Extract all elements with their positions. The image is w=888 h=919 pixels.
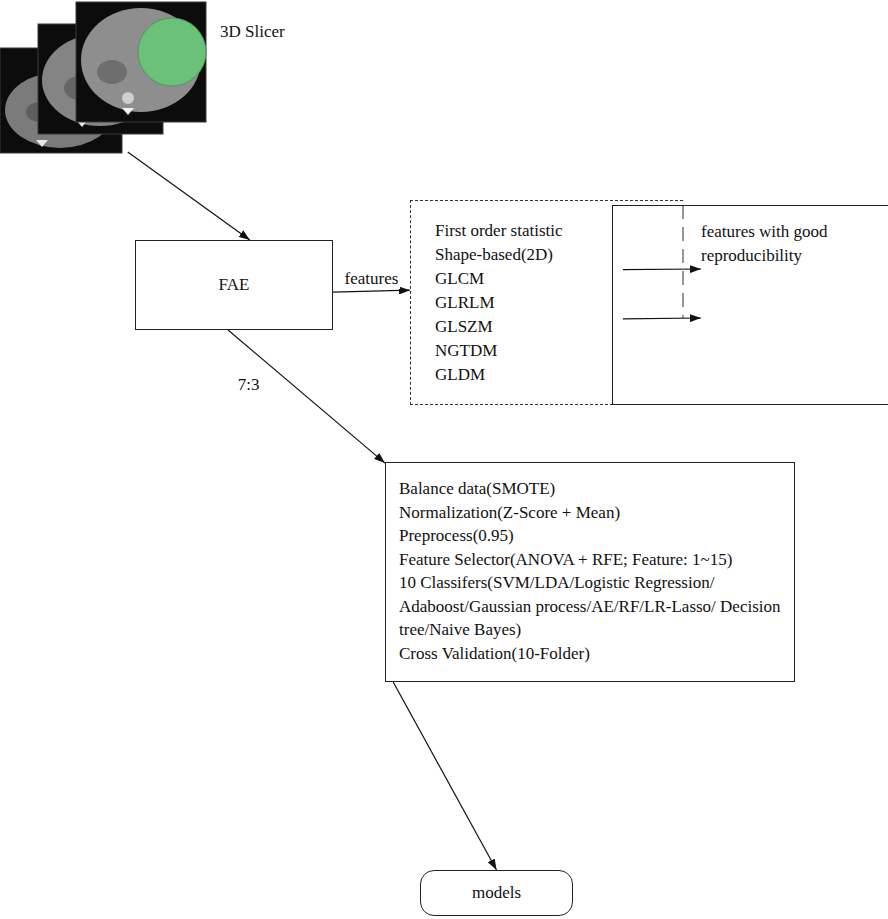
node-text: Balance data(SMOTE) xyxy=(399,477,555,501)
node-text: features with good reproducibility xyxy=(701,220,881,268)
node-text: GLDM xyxy=(435,363,675,387)
arrow-connector xyxy=(623,317,701,319)
node-text: GLSZM xyxy=(435,315,675,339)
node-text: GLRLM xyxy=(435,291,675,315)
arrow-connector xyxy=(128,152,250,240)
node-text: NGTDM xyxy=(435,339,675,363)
node-text: 10 Classifers(SVM/LDA/Logistic Regressio… xyxy=(399,571,786,642)
edge-label: 7:3 xyxy=(236,375,262,395)
node-text: First order statistic xyxy=(435,219,675,243)
arrow-connector xyxy=(333,290,410,292)
output-box: models xyxy=(420,870,573,916)
process-box: FAE xyxy=(135,240,333,330)
node-text: FAE xyxy=(219,273,250,297)
feature-group-box: First order statisticShape-based(2D)GLCM… xyxy=(410,200,683,405)
node-text: Normalization(Z-Score + Mean) xyxy=(399,501,620,525)
node-text: 3D Slicer xyxy=(220,20,285,44)
node-text: models xyxy=(472,881,521,905)
node-text: Preprocess(0.95) xyxy=(399,524,514,548)
result-box: features with good reproducibility xyxy=(612,205,888,405)
pipeline-box: Balance data(SMOTE)Normalization(Z-Score… xyxy=(385,462,795,682)
node-text: Feature Selector(ANOVA + RFE; Feature: 1… xyxy=(399,548,732,572)
node-text: Shape-based(2D) xyxy=(435,243,675,267)
arrow-connector xyxy=(228,330,385,463)
arrow-connector xyxy=(623,268,701,270)
arrow-connector xyxy=(393,682,496,870)
dashed-divider xyxy=(683,205,684,318)
image-stack: 3D Slicer xyxy=(0,0,206,152)
node-text: GLCM xyxy=(435,267,675,291)
node-text: Cross Validation(10-Folder) xyxy=(399,642,590,666)
edge-label: features xyxy=(343,269,401,289)
ct-slice xyxy=(76,2,206,122)
